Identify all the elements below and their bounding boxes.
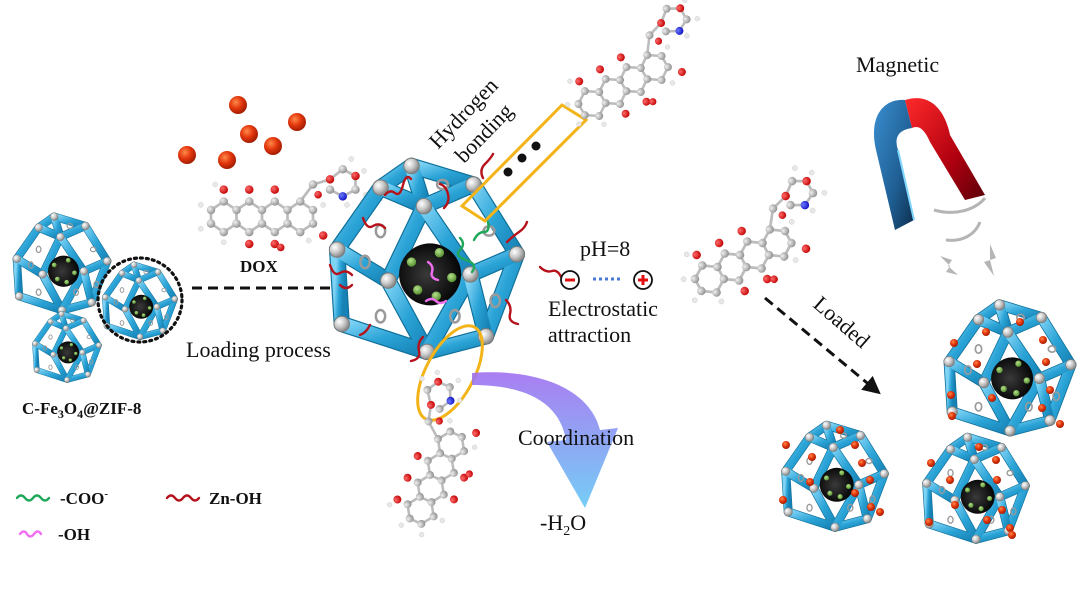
magnetic-label: Magnetic xyxy=(856,52,939,77)
legend-item-oh: -OH xyxy=(18,525,90,544)
hbond-dot xyxy=(531,141,541,151)
coo-chain-2 xyxy=(472,220,490,242)
svg-text:Zn-OH: Zn-OH xyxy=(209,489,262,508)
zif8-particle-left-top xyxy=(13,213,111,314)
zif8-particle-left-highlighted xyxy=(96,256,184,344)
magnet-icon xyxy=(873,98,996,276)
ph-label: pH=8 xyxy=(580,236,630,261)
loaded-arrow xyxy=(764,296,881,395)
dox-molecule-top xyxy=(541,0,728,145)
electrostatic-label-line2: attraction xyxy=(548,322,631,347)
zn-oh-wave-icon xyxy=(165,494,201,502)
coo-chain-1 xyxy=(456,236,476,274)
svg-text:-COO-: -COO- xyxy=(60,488,108,508)
svg-text:-OH: -OH xyxy=(58,525,90,544)
hbond-dot xyxy=(503,167,513,177)
loading-process-label: Loading process xyxy=(186,337,331,362)
legend: -COO- Zn-OH -OH xyxy=(15,488,262,544)
dox-label: DOX xyxy=(240,257,279,276)
oh-chain-1 xyxy=(426,260,440,282)
lightning-bolt-icon xyxy=(984,244,996,276)
legend-item-coo: -COO- xyxy=(15,488,108,508)
water-loss-label: -H2O xyxy=(540,510,586,539)
legend-item-zn-oh: Zn-OH xyxy=(165,489,262,508)
zn-oh-chains xyxy=(328,152,564,363)
coordination-label: Coordination xyxy=(518,425,634,450)
hbond-dot xyxy=(517,153,527,163)
hydrogen-bonding-highlight xyxy=(459,103,589,223)
loaded-particle-bottom-right xyxy=(922,433,1029,544)
electrostatic-indicator xyxy=(560,270,653,290)
coordination-curved-arrow xyxy=(472,372,618,508)
loaded-particle-bottom-left xyxy=(779,421,889,532)
lightning-bolt-icon xyxy=(940,256,958,275)
oh-chain-2 xyxy=(424,297,448,305)
coo-wave-icon xyxy=(15,494,51,502)
loaded-particle-large xyxy=(944,300,1076,437)
selection-dotted-circle xyxy=(96,256,184,344)
electrostatic-label-line1: Electrostatic xyxy=(548,296,658,321)
oh-wave-icon xyxy=(18,530,43,538)
dox-balls xyxy=(178,96,306,169)
material-label: C-Fe3O4@ZIF-8 xyxy=(22,399,141,421)
dox-molecule-bottom xyxy=(357,361,509,548)
zif8-particle-center xyxy=(328,152,564,363)
zif8-particle-left-bottom xyxy=(32,311,101,383)
